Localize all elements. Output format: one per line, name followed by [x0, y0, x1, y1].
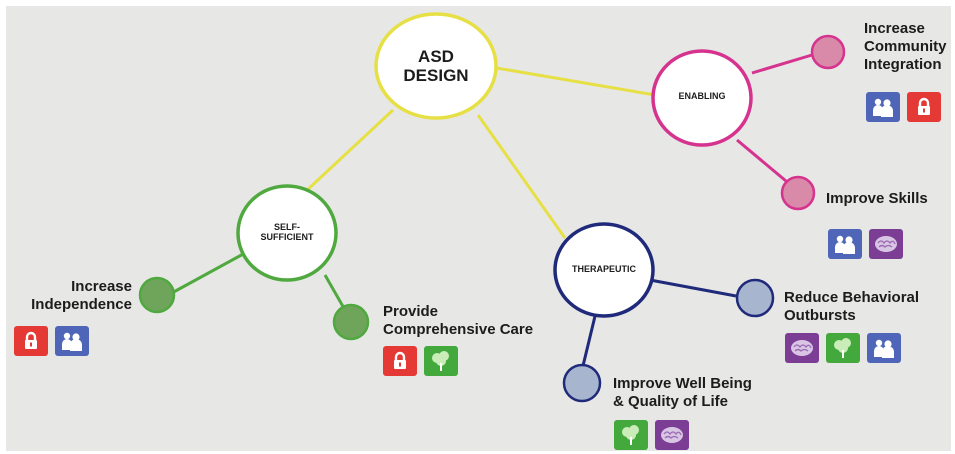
center-title: ASD DESIGN	[386, 47, 486, 85]
lock-icon	[383, 346, 417, 376]
goal-outbursts-label: Reduce Behavioral Outbursts	[784, 289, 919, 325]
brain-icon	[785, 333, 819, 363]
goal-community-label: Increase Community Integration	[864, 20, 947, 74]
center-title-line2: DESIGN	[403, 65, 469, 85]
community-dot	[810, 34, 846, 70]
goal-outbursts-line2: Outbursts	[784, 307, 856, 324]
goal-wellbeing-line2: & Quality of Life	[613, 393, 729, 410]
people-icon	[828, 229, 862, 259]
therapeutic-node	[553, 222, 655, 318]
center-title-line1: ASD	[418, 47, 454, 66]
enabling-node	[651, 49, 753, 147]
link-enabling-community	[751, 53, 813, 75]
goal-skills-label: Improve Skills	[826, 190, 928, 208]
goal-community-line1: Increase	[864, 20, 925, 37]
goal-independence-line1: Increase	[71, 278, 132, 295]
goal-independence-label: Increase Independence	[14, 278, 132, 314]
self-sufficient-label: SELF- SUFFICIENT	[245, 222, 329, 243]
goal-wellbeing-line1: Improve Well Being	[613, 375, 752, 392]
wellbeing-dot	[562, 363, 602, 403]
link-self-independence	[169, 251, 246, 296]
goal-skills-line1: Improve Skills	[826, 190, 928, 207]
link-center-enabling	[484, 64, 656, 97]
skills-dot	[780, 175, 816, 211]
goal-wellbeing-label: Improve Well Being & Quality of Life	[613, 375, 752, 411]
self-sufficient-label-line1: SELF-	[274, 222, 300, 232]
people-icon	[55, 326, 89, 356]
tree-icon	[826, 333, 860, 363]
people-icon	[867, 333, 901, 363]
link-self-care	[323, 274, 347, 311]
brain-icon	[655, 420, 689, 450]
goal-care-label: Provide Comprehensive Care	[383, 303, 533, 339]
lock-icon	[907, 92, 941, 122]
therapeutic-label-text: THERAPEUTIC	[571, 264, 636, 274]
center-node	[374, 12, 498, 120]
link-center-self-sufficient	[303, 108, 395, 194]
independence-dot	[138, 276, 176, 314]
goal-community-line2: Community	[864, 38, 947, 55]
self-sufficient-label-line2: SUFFICIENT	[260, 231, 314, 242]
link-therapeutic-outbursts	[649, 278, 737, 298]
goal-care-line1: Provide	[383, 303, 439, 320]
goal-care-line2: Comprehensive Care	[383, 321, 534, 338]
enabling-label: ENABLING	[660, 91, 744, 102]
enabling-label-text: ENABLING	[678, 91, 726, 101]
goal-community-line3: Integration	[864, 56, 942, 73]
tree-icon	[614, 420, 648, 450]
lock-icon	[14, 326, 48, 356]
therapeutic-label: THERAPEUTIC	[560, 264, 648, 275]
goal-independence-line2: Independence	[31, 296, 132, 313]
goal-outbursts-line1: Reduce Behavioral	[784, 289, 920, 306]
link-center-therapeutic	[476, 114, 567, 239]
brain-icon	[869, 229, 903, 259]
link-enabling-skills	[736, 138, 787, 183]
tree-icon	[424, 346, 458, 376]
self-sufficient-node	[236, 184, 338, 282]
people-icon	[866, 92, 900, 122]
outbursts-dot	[735, 278, 775, 318]
link-therapeutic-wellbeing	[580, 311, 598, 371]
care-dot	[332, 303, 370, 341]
